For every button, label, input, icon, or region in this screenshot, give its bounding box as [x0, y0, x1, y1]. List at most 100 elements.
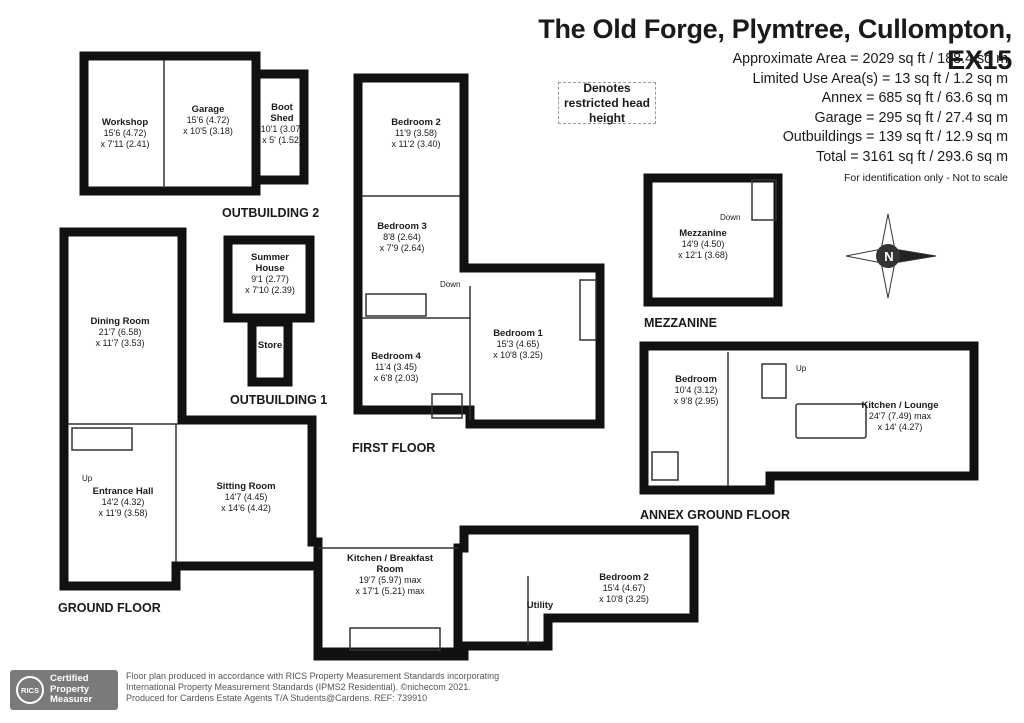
room-annex-bedroom: Bedroom 10'4 (3.12) x 9'8 (2.95) — [674, 374, 719, 407]
room-name: Bedroom 2 — [599, 572, 649, 583]
room-name: Utility — [526, 600, 554, 611]
section-annex-ground-floor: ANNEX GROUND FLOOR — [640, 508, 790, 522]
room-sitting-room: Sitting Room 14'7 (4.45) x 14'6 (4.42) — [216, 481, 275, 514]
room-name: Store — [257, 340, 283, 351]
room-name: Bedroom 4 — [371, 351, 421, 362]
room-name: Entrance Hall — [92, 486, 154, 497]
room-dimension: x 10'8 (3.25) — [599, 594, 649, 604]
room-dimension: x 5' (1.52) — [262, 135, 302, 145]
room-mezzanine: Mezzanine 14'9 (4.50) x 12'1 (3.68) — [678, 228, 728, 261]
section-mezzanine: MEZZANINE — [644, 316, 717, 330]
section-first-floor: FIRST FLOOR — [352, 441, 436, 455]
room-name: Dining Room — [90, 316, 150, 327]
room-name: Mezzanine — [679, 228, 727, 239]
footer-line: Floor plan produced in accordance with R… — [126, 671, 500, 681]
room-dimension: 11'4 (3.45) — [374, 362, 418, 372]
room-dimension: 24'7 (7.49) max — [868, 411, 932, 421]
room-dimension: x 11'9 (3.58) — [98, 508, 148, 518]
room-dimension: x 7'9 (2.64) — [379, 243, 425, 253]
room-name: Bedroom 1 — [493, 328, 543, 339]
mezzanine-walls — [643, 173, 783, 307]
room-summer-house: Summer House 9'1 (2.77) x 7'10 (2.39) — [238, 252, 302, 296]
annex-walls — [639, 341, 979, 495]
room-dimension: 10'1 (3.07) — [260, 124, 304, 134]
room-dimension: 19'7 (5.97) max — [358, 575, 422, 585]
first-floor-stairs — [365, 293, 427, 317]
rics-logo: RICS — [16, 676, 44, 704]
footer-credits: Floor plan produced in accordance with R… — [126, 671, 499, 704]
room-dimension: x 12'1 (3.68) — [678, 250, 728, 260]
room-dimension: 9'1 (2.77) — [251, 274, 289, 284]
section-outbuilding-1: OUTBUILDING 1 — [230, 393, 328, 407]
room-name: Bedroom 3 — [377, 221, 427, 232]
room-dimension: 15'3 (4.65) — [496, 339, 540, 349]
area-summary: Approximate Area = 2029 sq ft / 188.4 sq… — [733, 50, 1008, 189]
room-name: Sitting Room — [216, 481, 276, 492]
room-dimension: 21'7 (6.58) — [98, 327, 142, 337]
room-dimension: 8'8 (2.64) — [383, 232, 421, 242]
ground-floor-stairs — [71, 427, 133, 451]
room-dimension: 14'2 (4.32) — [101, 497, 145, 507]
room-bedroom-2-ground: Bedroom 2 15'4 (4.67) x 10'8 (3.25) — [599, 572, 649, 605]
room-name: Summer House — [250, 252, 289, 274]
room-name: Kitchen / Lounge — [861, 400, 939, 411]
page-title: The Old Forge, Plymtree, Cullompton, EX1… — [538, 14, 1012, 75]
ground-floor-walls — [59, 227, 699, 661]
room-name: Kitchen / Breakfast Room — [346, 553, 434, 575]
rics-line: Measurer — [50, 694, 93, 705]
room-dimension: x 11'7 (3.53) — [95, 338, 145, 348]
footer-line: Produced for Cardens Estate Agents T/A S… — [126, 693, 428, 703]
mezzanine-stairs — [751, 179, 777, 221]
room-dimension: 15'6 (4.72) — [103, 128, 147, 138]
section-outbuilding-2: OUTBUILDING 2 — [222, 206, 320, 220]
ensuite — [579, 279, 597, 341]
area-line: Garage = 295 sq ft / 27.4 sq m — [814, 109, 1008, 126]
room-name: Workshop — [101, 117, 149, 128]
room-dimension: x 9'8 (2.95) — [673, 396, 719, 406]
garage-workshop-walls — [79, 51, 261, 196]
room-bedroom-4: Bedroom 4 11'4 (3.45) x 6'8 (2.03) — [371, 351, 421, 384]
rics-line: Certified — [50, 673, 89, 684]
scale-note: For identification only - Not to scale — [844, 172, 1008, 184]
room-bedroom-3: Bedroom 3 8'8 (2.64) x 7'9 (2.64) — [377, 221, 427, 254]
rics-line: Property — [50, 683, 90, 695]
room-dimension: x 17'1 (5.21) max — [355, 586, 425, 596]
section-ground-floor: GROUND FLOOR — [58, 601, 161, 615]
room-dimension: 15'6 (4.72) — [186, 115, 230, 125]
rics-certification: Certified Property Measurer — [50, 673, 93, 706]
rics-badge: RICS Certified Property Measurer — [10, 670, 118, 710]
room-name: Bedroom — [675, 374, 717, 385]
compass-north-label: N — [884, 249, 894, 264]
room-dimension: x 7'10 (2.39) — [245, 285, 295, 295]
compass-rose — [845, 213, 937, 299]
room-dimension: 10'4 (3.12) — [674, 385, 718, 395]
room-name: Bedroom 2 — [391, 117, 441, 128]
footer-line: International Property Measurement Stand… — [126, 682, 471, 692]
annex-shower — [651, 451, 679, 481]
area-line: Approximate Area = 2029 sq ft / 188.4 sq… — [732, 51, 1008, 67]
room-dimension: 15'4 (4.67) — [602, 583, 646, 593]
room-bedroom-2-first: Bedroom 2 11'9 (3.58) x 11'2 (3.40) — [391, 117, 441, 150]
room-garage: Garage 15'6 (4.72) x 10'5 (3.18) — [183, 104, 233, 137]
room-dimension: x 6'8 (2.03) — [373, 373, 419, 383]
room-dimension: x 10'8 (3.25) — [493, 350, 543, 360]
room-dimension: 14'7 (4.45) — [224, 492, 268, 502]
room-dimension: x 10'5 (3.18) — [183, 126, 233, 136]
restricted-height-legend: Denotes restricted head height — [558, 81, 656, 125]
first-floor-walls — [353, 73, 605, 429]
annex-stairs — [761, 363, 787, 399]
room-dimension: x 14'6 (4.42) — [221, 503, 271, 513]
room-dimension: x 11'2 (3.40) — [391, 139, 441, 149]
stair-down-label: Down — [440, 280, 461, 289]
room-name: Boot Shed — [270, 102, 294, 124]
room-boot-shed: Boot Shed 10'1 (3.07) x 5' (1.52) — [259, 102, 305, 146]
area-line: Total = 3161 sq ft / 293.6 sq m — [816, 148, 1008, 165]
area-line: Limited Use Area(s) = 13 sq ft / 1.2 sq … — [752, 70, 1008, 87]
stair-up-label: Up — [796, 364, 807, 373]
boot-shed-walls — [251, 69, 309, 185]
room-kitchen-lounge: Kitchen / Lounge 24'7 (7.49) max x 14' (… — [861, 400, 938, 433]
room-bedroom-1: Bedroom 1 15'3 (4.65) x 10'8 (3.25) — [493, 328, 543, 361]
room-store: Store — [258, 340, 282, 351]
room-workshop: Workshop 15'6 (4.72) x 7'11 (2.41) — [100, 117, 149, 150]
kitchen-island — [795, 403, 867, 439]
